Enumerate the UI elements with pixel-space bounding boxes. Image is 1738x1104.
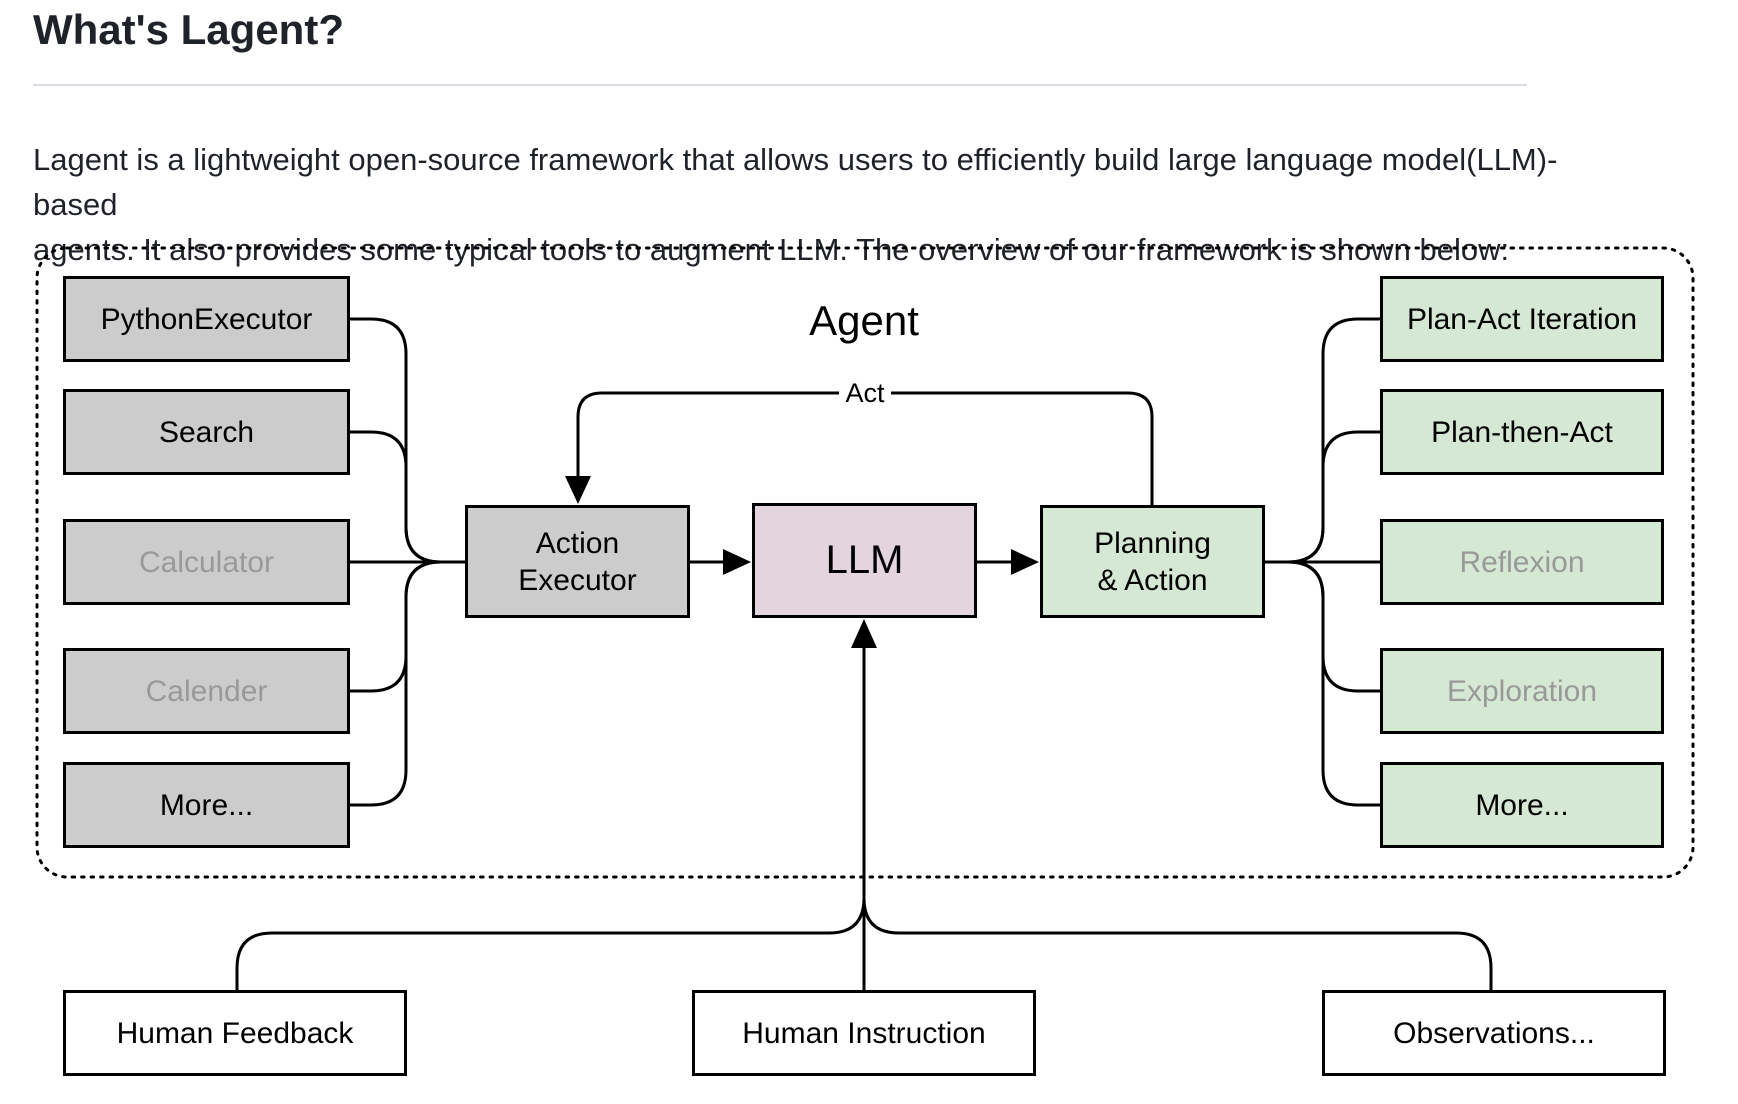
strategy-node-plan-act-iteration: Plan-Act Iteration (1380, 276, 1664, 362)
title-divider (33, 84, 1527, 86)
intro-line-1: Lagent is a lightweight open-source fram… (33, 142, 1558, 222)
tool-node-search: Search (63, 389, 350, 475)
action-executor-line1: Action (535, 526, 620, 560)
intro-paragraph: Lagent is a lightweight open-source fram… (33, 137, 1563, 272)
tool-node-calender: Calender (63, 648, 350, 734)
tool-node-python-executor: PythonExecutor (63, 276, 350, 362)
tool-node-more: More... (63, 762, 350, 848)
input-node-human-feedback: Human Feedback (63, 990, 407, 1076)
planning-action-node: Planning & Action (1040, 505, 1265, 618)
page-title: What's Lagent? (33, 6, 344, 53)
input-node-human-instruction: Human Instruction (692, 990, 1036, 1076)
llm-node: LLM (752, 503, 977, 618)
input-node-observations: Observations... (1322, 990, 1666, 1076)
action-executor-line2: Executor (518, 563, 637, 597)
agent-container-label: Agent (809, 297, 919, 344)
act-loop-label: Act (839, 374, 891, 412)
action-executor-node: Action Executor (465, 505, 690, 618)
tool-node-calculator: Calculator (63, 519, 350, 605)
strategy-node-more: More... (1380, 762, 1664, 848)
planning-line1: Planning (1094, 526, 1211, 560)
strategy-node-reflexion: Reflexion (1380, 519, 1664, 605)
strategy-node-exploration: Exploration (1380, 648, 1664, 734)
agent-boundary (35, 246, 1695, 879)
planning-line2: & Action (1097, 563, 1208, 597)
llm-label: LLM (825, 538, 904, 582)
strategy-node-plan-then-act: Plan-then-Act (1380, 389, 1664, 475)
